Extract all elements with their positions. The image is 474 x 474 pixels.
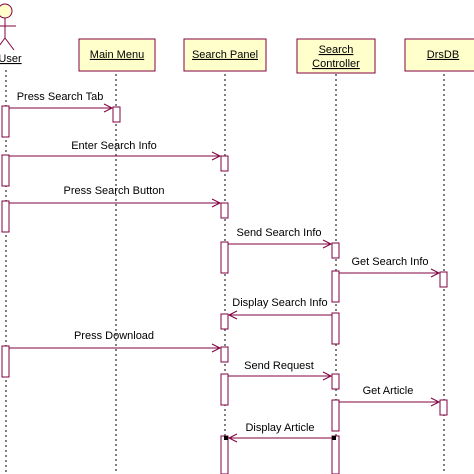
activation-drsdb-1: [439, 271, 448, 288]
activation-search-panel-4: [220, 313, 229, 330]
message-display-article: [227, 433, 332, 443]
message-display-search-info: [227, 310, 332, 320]
message-enter-search-info: [9, 151, 222, 161]
activation-user-4: [1, 345, 10, 378]
activation-search-panel-1: [220, 155, 229, 172]
marker-square-panel: [224, 436, 228, 440]
message-label-get-search-info: Get Search Info: [351, 256, 428, 268]
message-label-send-request: Send Request: [244, 360, 314, 372]
participant-user-label: User: [0, 53, 22, 65]
message-get-search-info: [339, 268, 441, 278]
marker-square-controller: [332, 436, 336, 440]
message-send-request: [228, 371, 333, 381]
message-label-enter-search-info: Enter Search Info: [71, 140, 157, 152]
actor-leg-right: [4, 37, 15, 51]
participant-search-panel: Search Panel: [183, 38, 267, 72]
participant-search-panel-label: Search Panel: [192, 49, 258, 61]
participant-main-menu-label: Main Menu: [90, 49, 144, 61]
participant-search-controller: Search Controller: [296, 38, 376, 74]
participant-drsdb-label: DrsDB: [427, 49, 459, 61]
activation-drsdb-2: [439, 399, 448, 416]
message-get-article: [339, 397, 441, 407]
activation-search-controller-3: [331, 312, 340, 345]
activation-user-2: [1, 154, 10, 187]
message-send-search-info: [228, 239, 333, 249]
message-label-press-download: Press Download: [74, 330, 154, 342]
activation-main-menu-1: [112, 106, 121, 123]
actor-leg-left: [0, 37, 6, 46]
actor-user: [0, 3, 16, 51]
participant-main-menu: Main Menu: [78, 38, 156, 72]
actor-head: [0, 3, 13, 19]
message-press-download: [9, 343, 222, 353]
message-label-display-search-info: Display Search Info: [232, 297, 327, 309]
participant-search-controller-label-line2: Controller: [312, 58, 360, 70]
activation-search-panel-3: [220, 241, 229, 274]
message-press-search-tab: [9, 103, 114, 113]
activation-search-panel-2: [220, 202, 229, 219]
activation-search-panel-5: [220, 346, 229, 363]
activation-search-panel-7: [220, 435, 229, 474]
message-label-press-search-button: Press Search Button: [64, 185, 165, 197]
message-press-search-button: [9, 198, 222, 208]
activation-user-1: [1, 105, 10, 138]
activation-search-controller-4: [331, 373, 340, 390]
message-label-send-search-info: Send Search Info: [236, 227, 321, 239]
activations: [1, 105, 448, 474]
participant-drsdb: DrsDB: [404, 38, 474, 72]
message-label-get-article: Get Article: [363, 385, 414, 397]
participant-search-controller-label-line1: Search: [319, 44, 354, 56]
message-label-press-search-tab: Press Search Tab: [17, 91, 104, 103]
activation-user-3: [1, 200, 10, 233]
activation-search-controller-6: [331, 435, 340, 474]
activation-search-panel-6: [220, 373, 229, 406]
activation-search-controller-2: [331, 270, 340, 303]
message-label-display-article: Display Article: [245, 422, 314, 434]
activation-search-controller-5: [331, 399, 340, 432]
activation-search-controller-1: [331, 242, 340, 259]
